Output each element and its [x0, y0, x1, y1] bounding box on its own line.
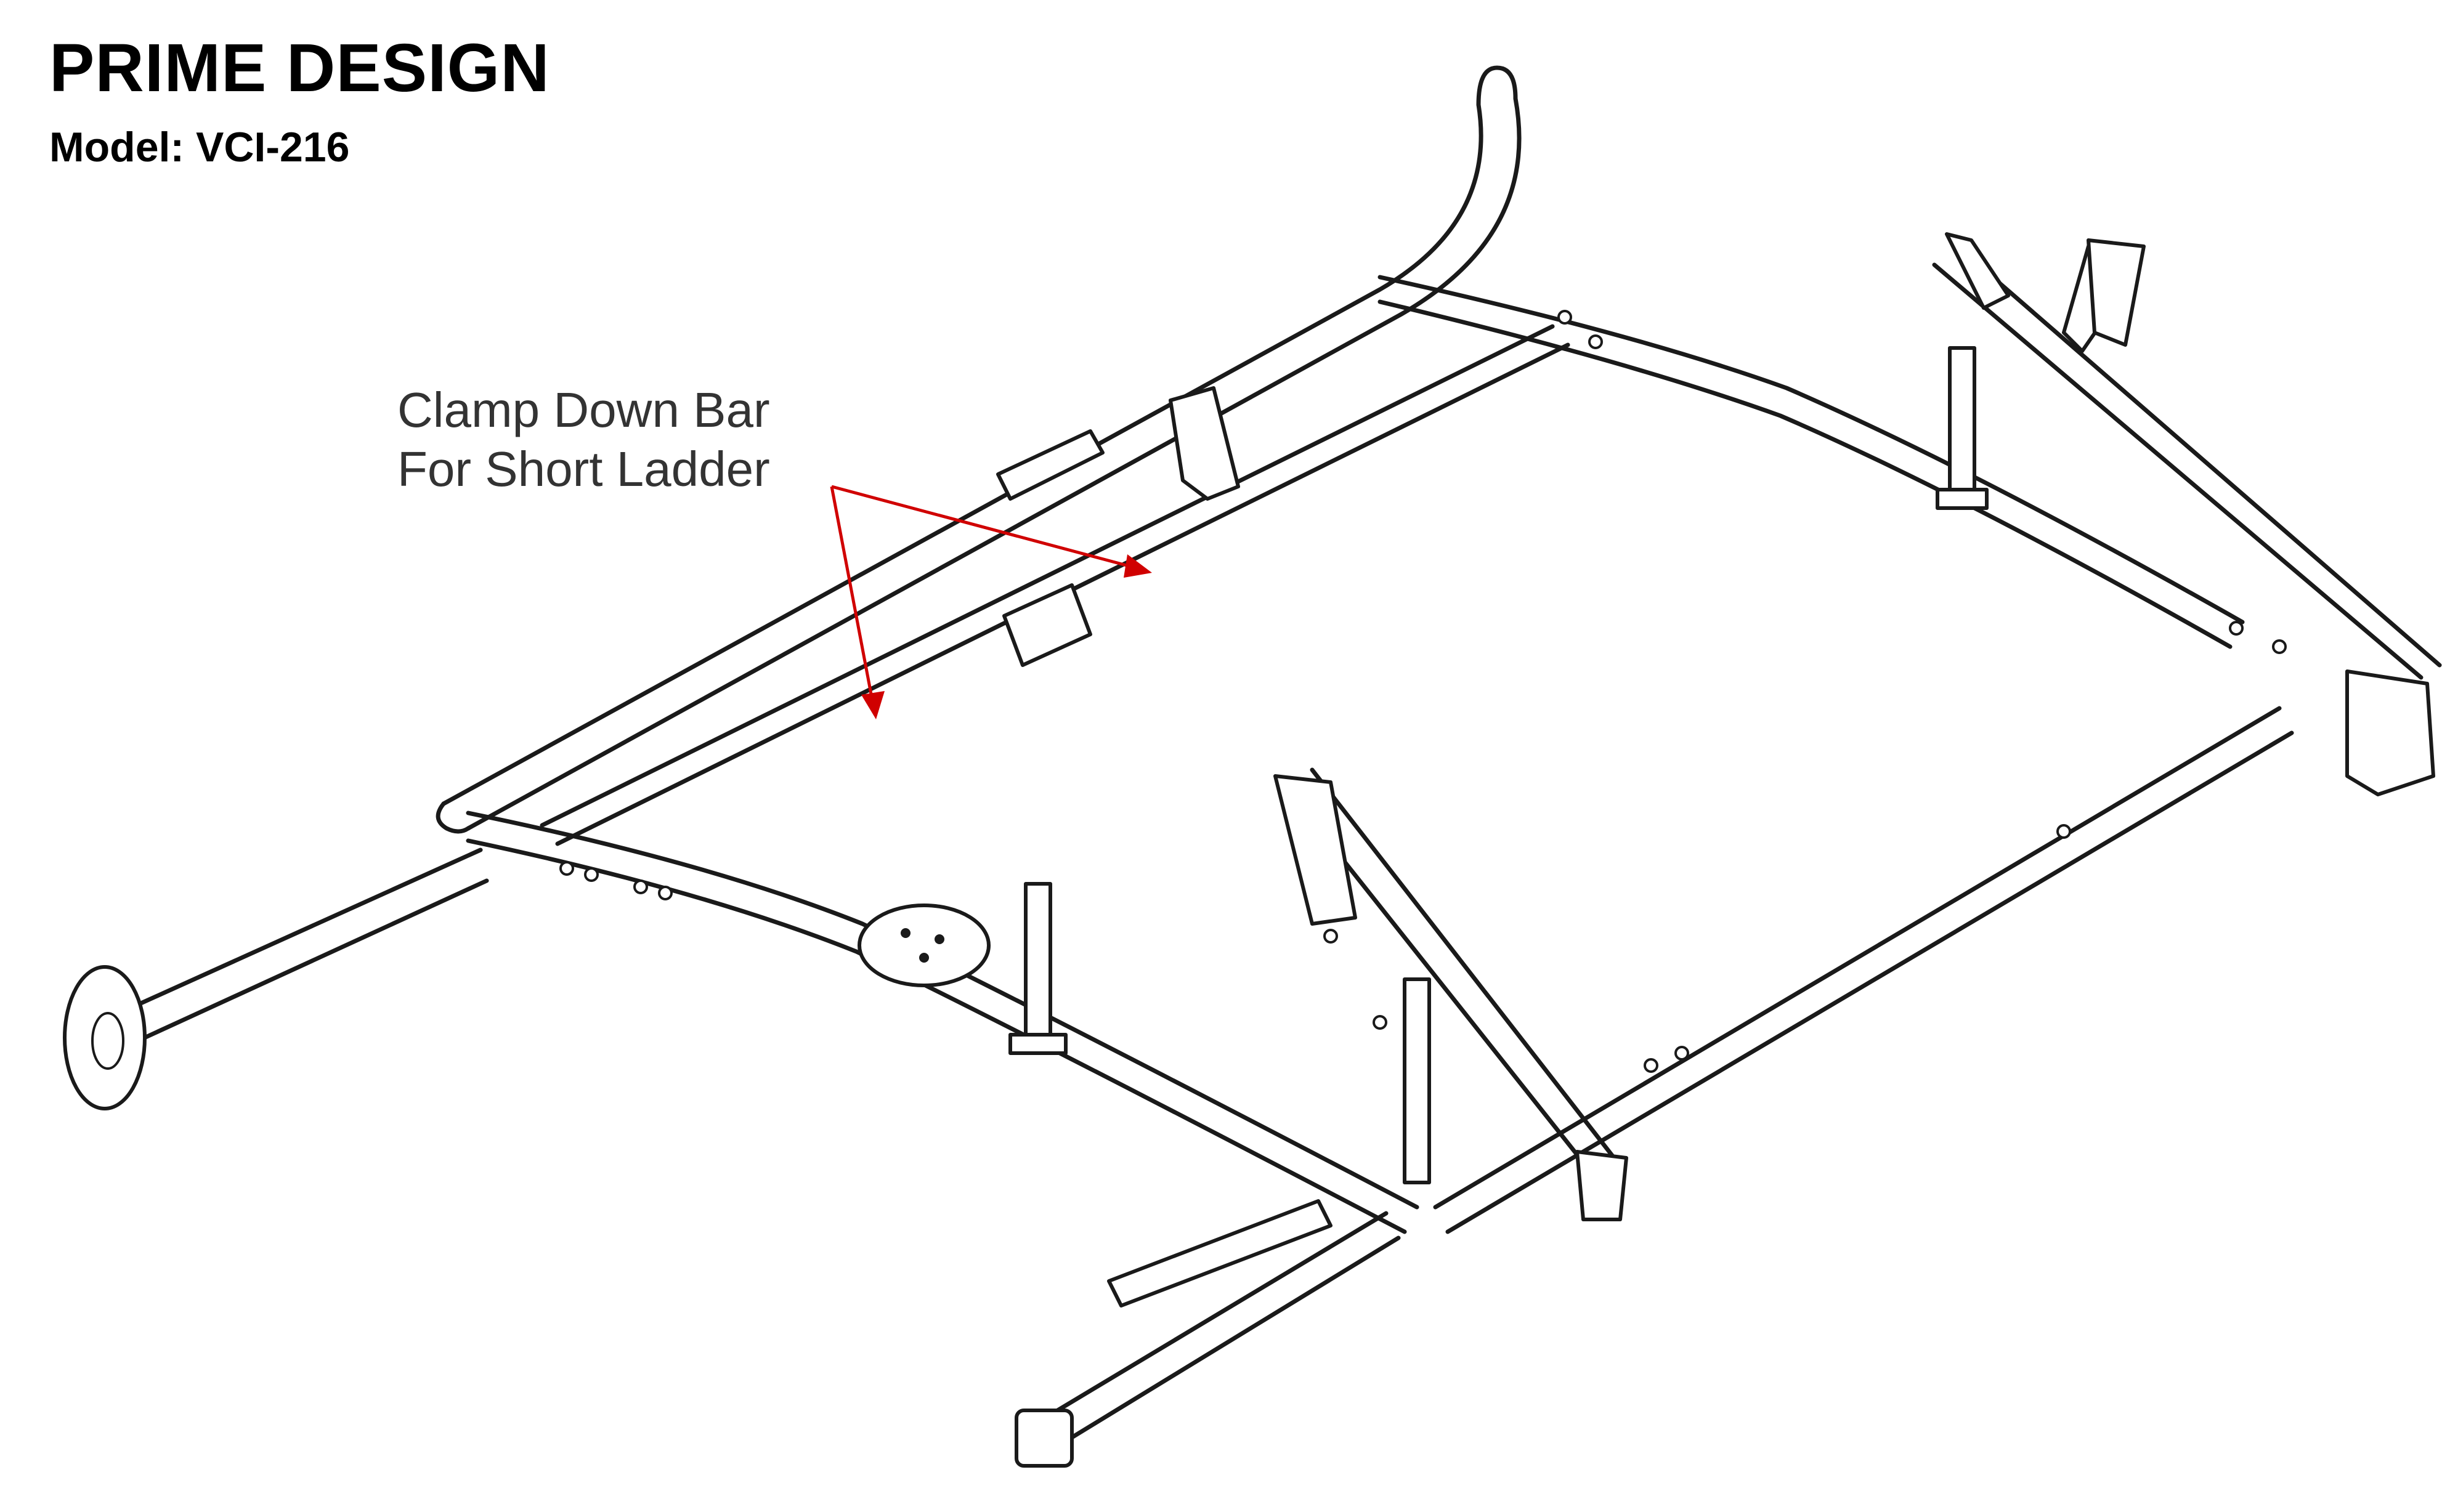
right-rear-stop-arm [1932, 232, 2442, 796]
top-side-rail [436, 65, 1522, 834]
bolts [559, 310, 2287, 1073]
front-crossbar [466, 811, 1419, 1234]
model-number: Model: VCI-216 [49, 124, 350, 171]
callout-line-1: Clamp Down Bar [397, 382, 770, 437]
callout-label: Clamp Down Bar For Short Ladder [397, 381, 770, 499]
rear-crossbar [1377, 275, 2245, 649]
bottom-side-rail [1433, 706, 2294, 1234]
callout-arrowhead-upper [1124, 554, 1152, 578]
callout-arrowhead-lower [861, 691, 885, 719]
brand-title: PRIME DESIGN [49, 30, 550, 106]
rail-grip [996, 429, 1105, 501]
clamp-down-bar [540, 324, 1570, 846]
front-lower-arm [1015, 1199, 1401, 1468]
front-stop-arm [1273, 767, 1628, 1221]
callout-arrows [830, 485, 1152, 719]
clamp-coupler [1002, 583, 1092, 667]
ladder-rests [1169, 238, 2146, 501]
callout-arrow-lower [830, 486, 875, 708]
mount-disc [858, 904, 991, 987]
vertical-posts [1008, 346, 1989, 1184]
callout-arrow-upper [831, 485, 1143, 572]
callout-line-2: For Short Ladder [397, 442, 770, 496]
left-extension-bar [63, 847, 489, 1110]
